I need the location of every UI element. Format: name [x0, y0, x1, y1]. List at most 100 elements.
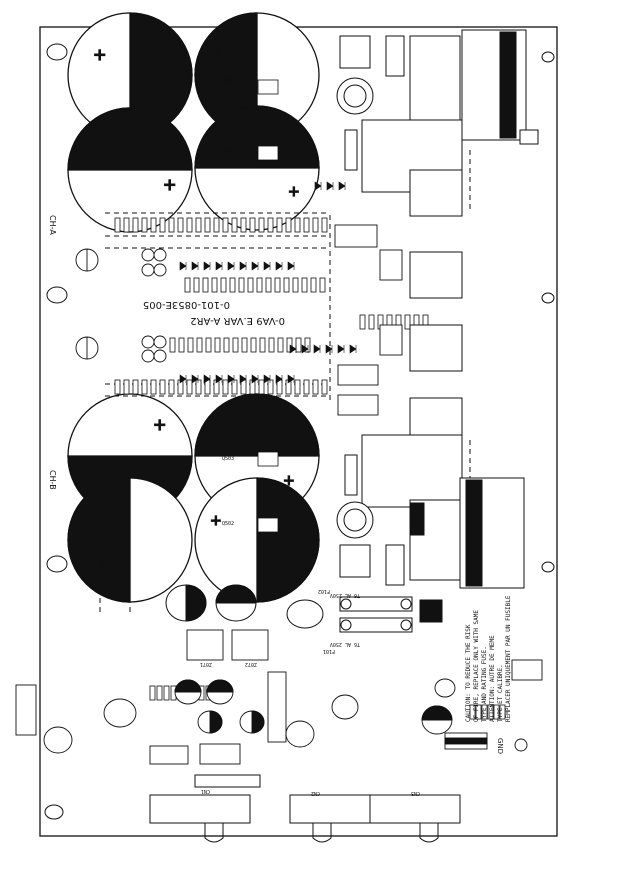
connector-label-2: CN2: [311, 790, 320, 796]
resistor: [469, 704, 476, 720]
fuse-section: [165, 584, 443, 633]
resistor: [303, 379, 310, 395]
resistor: [232, 337, 239, 353]
diode: [191, 374, 199, 384]
diode: [275, 261, 283, 271]
caution-line-5: TYPE ET CALIBRE.: [497, 664, 504, 722]
svg-text:+: +: [288, 184, 300, 200]
resistor: [196, 337, 203, 353]
resistor: [159, 217, 166, 233]
resistor: [292, 277, 299, 293]
resistor: [141, 379, 148, 395]
fuse-rating-1: T6 AL 250V: [330, 592, 360, 598]
resistor: [240, 217, 247, 233]
resistor: [168, 379, 175, 395]
resistor: [499, 704, 506, 720]
resistor: [475, 704, 482, 720]
fuse-ref-2: F101: [323, 648, 335, 654]
resistor: [132, 217, 139, 233]
diode: [179, 374, 187, 384]
resistor: [265, 277, 272, 293]
fuse-ref-1: F102: [318, 588, 330, 594]
diode: [251, 374, 259, 384]
resistor: [310, 277, 317, 293]
channel-a-label: CH-A: [48, 215, 57, 235]
resistor: [303, 217, 310, 233]
diode: [287, 374, 295, 384]
resistor: [241, 337, 248, 353]
diode: [314, 181, 322, 191]
diode: [203, 374, 211, 384]
gnd-label: GND: [496, 738, 504, 754]
filter-capacitors-lower: + + + +: [67, 393, 320, 603]
transistor-label-4: Q502: [222, 521, 234, 527]
svg-text:+: +: [210, 513, 222, 529]
resistor: [163, 685, 170, 701]
resistor: [231, 379, 238, 395]
svg-text:+: +: [93, 45, 106, 64]
filter-capacitors-upper: + + + +: [67, 12, 320, 233]
diode-rows: [179, 181, 357, 384]
caution-line-1: CAUTION: TO REDUCE THE RISK: [465, 624, 472, 722]
diode: [326, 181, 334, 191]
resistor: [159, 379, 166, 395]
resistor: [277, 337, 284, 353]
diode: [301, 344, 309, 354]
resistor: [193, 277, 200, 293]
svg-text:+: +: [163, 175, 176, 194]
resistor: [268, 337, 275, 353]
resistor: [150, 217, 157, 233]
top-right-components: [336, 29, 539, 589]
resistor: [141, 217, 148, 233]
resistor: [177, 217, 184, 233]
diode: [313, 344, 321, 354]
resistor: [184, 277, 191, 293]
resistor: [123, 379, 130, 395]
resistor: [276, 217, 283, 233]
resistor: [132, 379, 139, 395]
regulator-label-1: Z071: [200, 661, 212, 667]
board-part-number: 0-101-0853E-005: [143, 299, 230, 310]
resistor: [229, 277, 236, 293]
caution-line-4: ATTENTION: AUTRE DE MEME: [489, 635, 496, 722]
resistor: [259, 337, 266, 353]
connector-label-1: CN1: [201, 788, 210, 794]
resistor: [312, 217, 319, 233]
connector-label-3: CN3: [411, 790, 420, 796]
resistor: [294, 217, 301, 233]
resistor: [267, 217, 274, 233]
regulator-label-2: Z072: [245, 661, 257, 667]
resistor: [204, 217, 211, 233]
diode: [191, 261, 199, 271]
resistor: [249, 217, 256, 233]
resistor: [213, 217, 220, 233]
resistor: [222, 379, 229, 395]
caution-text-block: CAUTION: TO REDUCE THE RISK OF FIRE, REP…: [465, 595, 512, 722]
resistor: [294, 379, 301, 395]
heatsink-transistors: [334, 224, 403, 416]
resistor: [321, 379, 328, 395]
resistor: [222, 217, 229, 233]
resistor: [114, 379, 121, 395]
bottom-connectors: [149, 774, 461, 843]
caution-line-2: OF FIRE, REPLACE ONLY WITH SAME: [473, 610, 480, 722]
diode: [325, 344, 333, 354]
diode: [263, 261, 271, 271]
diode: [215, 261, 223, 271]
resistor: [295, 337, 302, 353]
resistor: [493, 704, 500, 720]
resistor: [186, 379, 193, 395]
diode: [263, 374, 271, 384]
small-capacitors-left: [75, 248, 167, 363]
resistor: [274, 277, 281, 293]
resistor: [223, 337, 230, 353]
resistor: [487, 704, 494, 720]
resistor: [256, 277, 263, 293]
resistor: [149, 685, 156, 701]
lower-control-section: [15, 629, 543, 765]
resistor: [187, 337, 194, 353]
resistor: [481, 704, 488, 720]
resistor: [169, 337, 176, 353]
caution-line-6: REMPLACER UNIQUEMENT PAR UN FUSIBLE: [505, 595, 512, 722]
resistor: [368, 314, 375, 330]
